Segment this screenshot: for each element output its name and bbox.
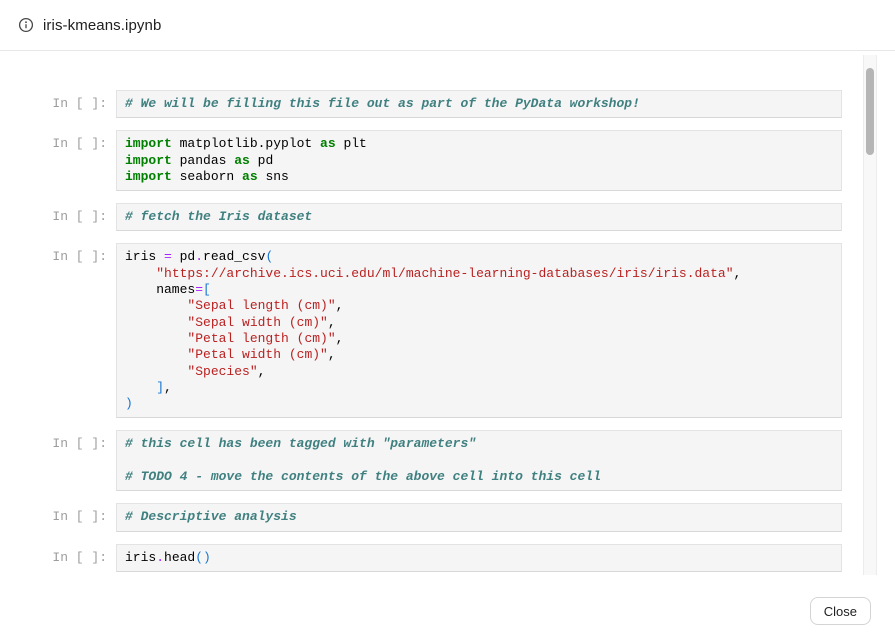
cell-code: iris = pd.read_csv( "https://archive.ics… (116, 243, 842, 419)
notebook-cell: In [ ]: iris = pd.read_csv( "https://arch… (51, 243, 842, 419)
cell-prompt: In [ ]: (52, 136, 107, 152)
cell-code: # We will be filling this file out as pa… (116, 90, 842, 119)
cell-code: iris.head() (116, 543, 842, 572)
cell-prompt: In [ ]: (52, 509, 107, 525)
cells-container: In [ ]: # We will be filling this file ou… (0, 51, 895, 576)
file-title: iris-kmeans.ipynb (43, 16, 162, 34)
cell-code: # Descriptive analysis (116, 503, 842, 532)
cell-prompt: In [ ]: (52, 436, 107, 452)
notebook-cell: In [ ]: # Descriptive analysis (51, 503, 842, 532)
cell-prompt: In [ ]: (52, 96, 107, 111)
cell-code: # fetch the Iris dataset (116, 203, 842, 232)
cell-prompt: In [ ]: (52, 209, 107, 225)
cell-prompt: In [ ]: (52, 549, 107, 565)
scrollbar-thumb[interactable] (866, 68, 874, 155)
close-button[interactable]: Close (809, 597, 871, 625)
notebook-cell: In [ ]: iris.head() (51, 543, 842, 572)
cell-code: # this cell has been tagged with "parame… (116, 430, 842, 492)
notebook-cell: In [ ]: # We will be filling this file ou… (51, 90, 842, 119)
dialog-header: iris-kmeans.ipynb (0, 0, 895, 51)
notebook-cell: In [ ]: # this cell has been tagged with … (51, 430, 842, 492)
notebook-cell: In [ ]: # fetch the Iris dataset (51, 203, 842, 232)
scrollbar-track[interactable] (863, 55, 877, 575)
info-icon (18, 17, 34, 33)
cell-prompt: In [ ]: (52, 249, 107, 265)
preview-scroll-area[interactable]: In [ ]: # We will be filling this file ou… (0, 51, 895, 576)
